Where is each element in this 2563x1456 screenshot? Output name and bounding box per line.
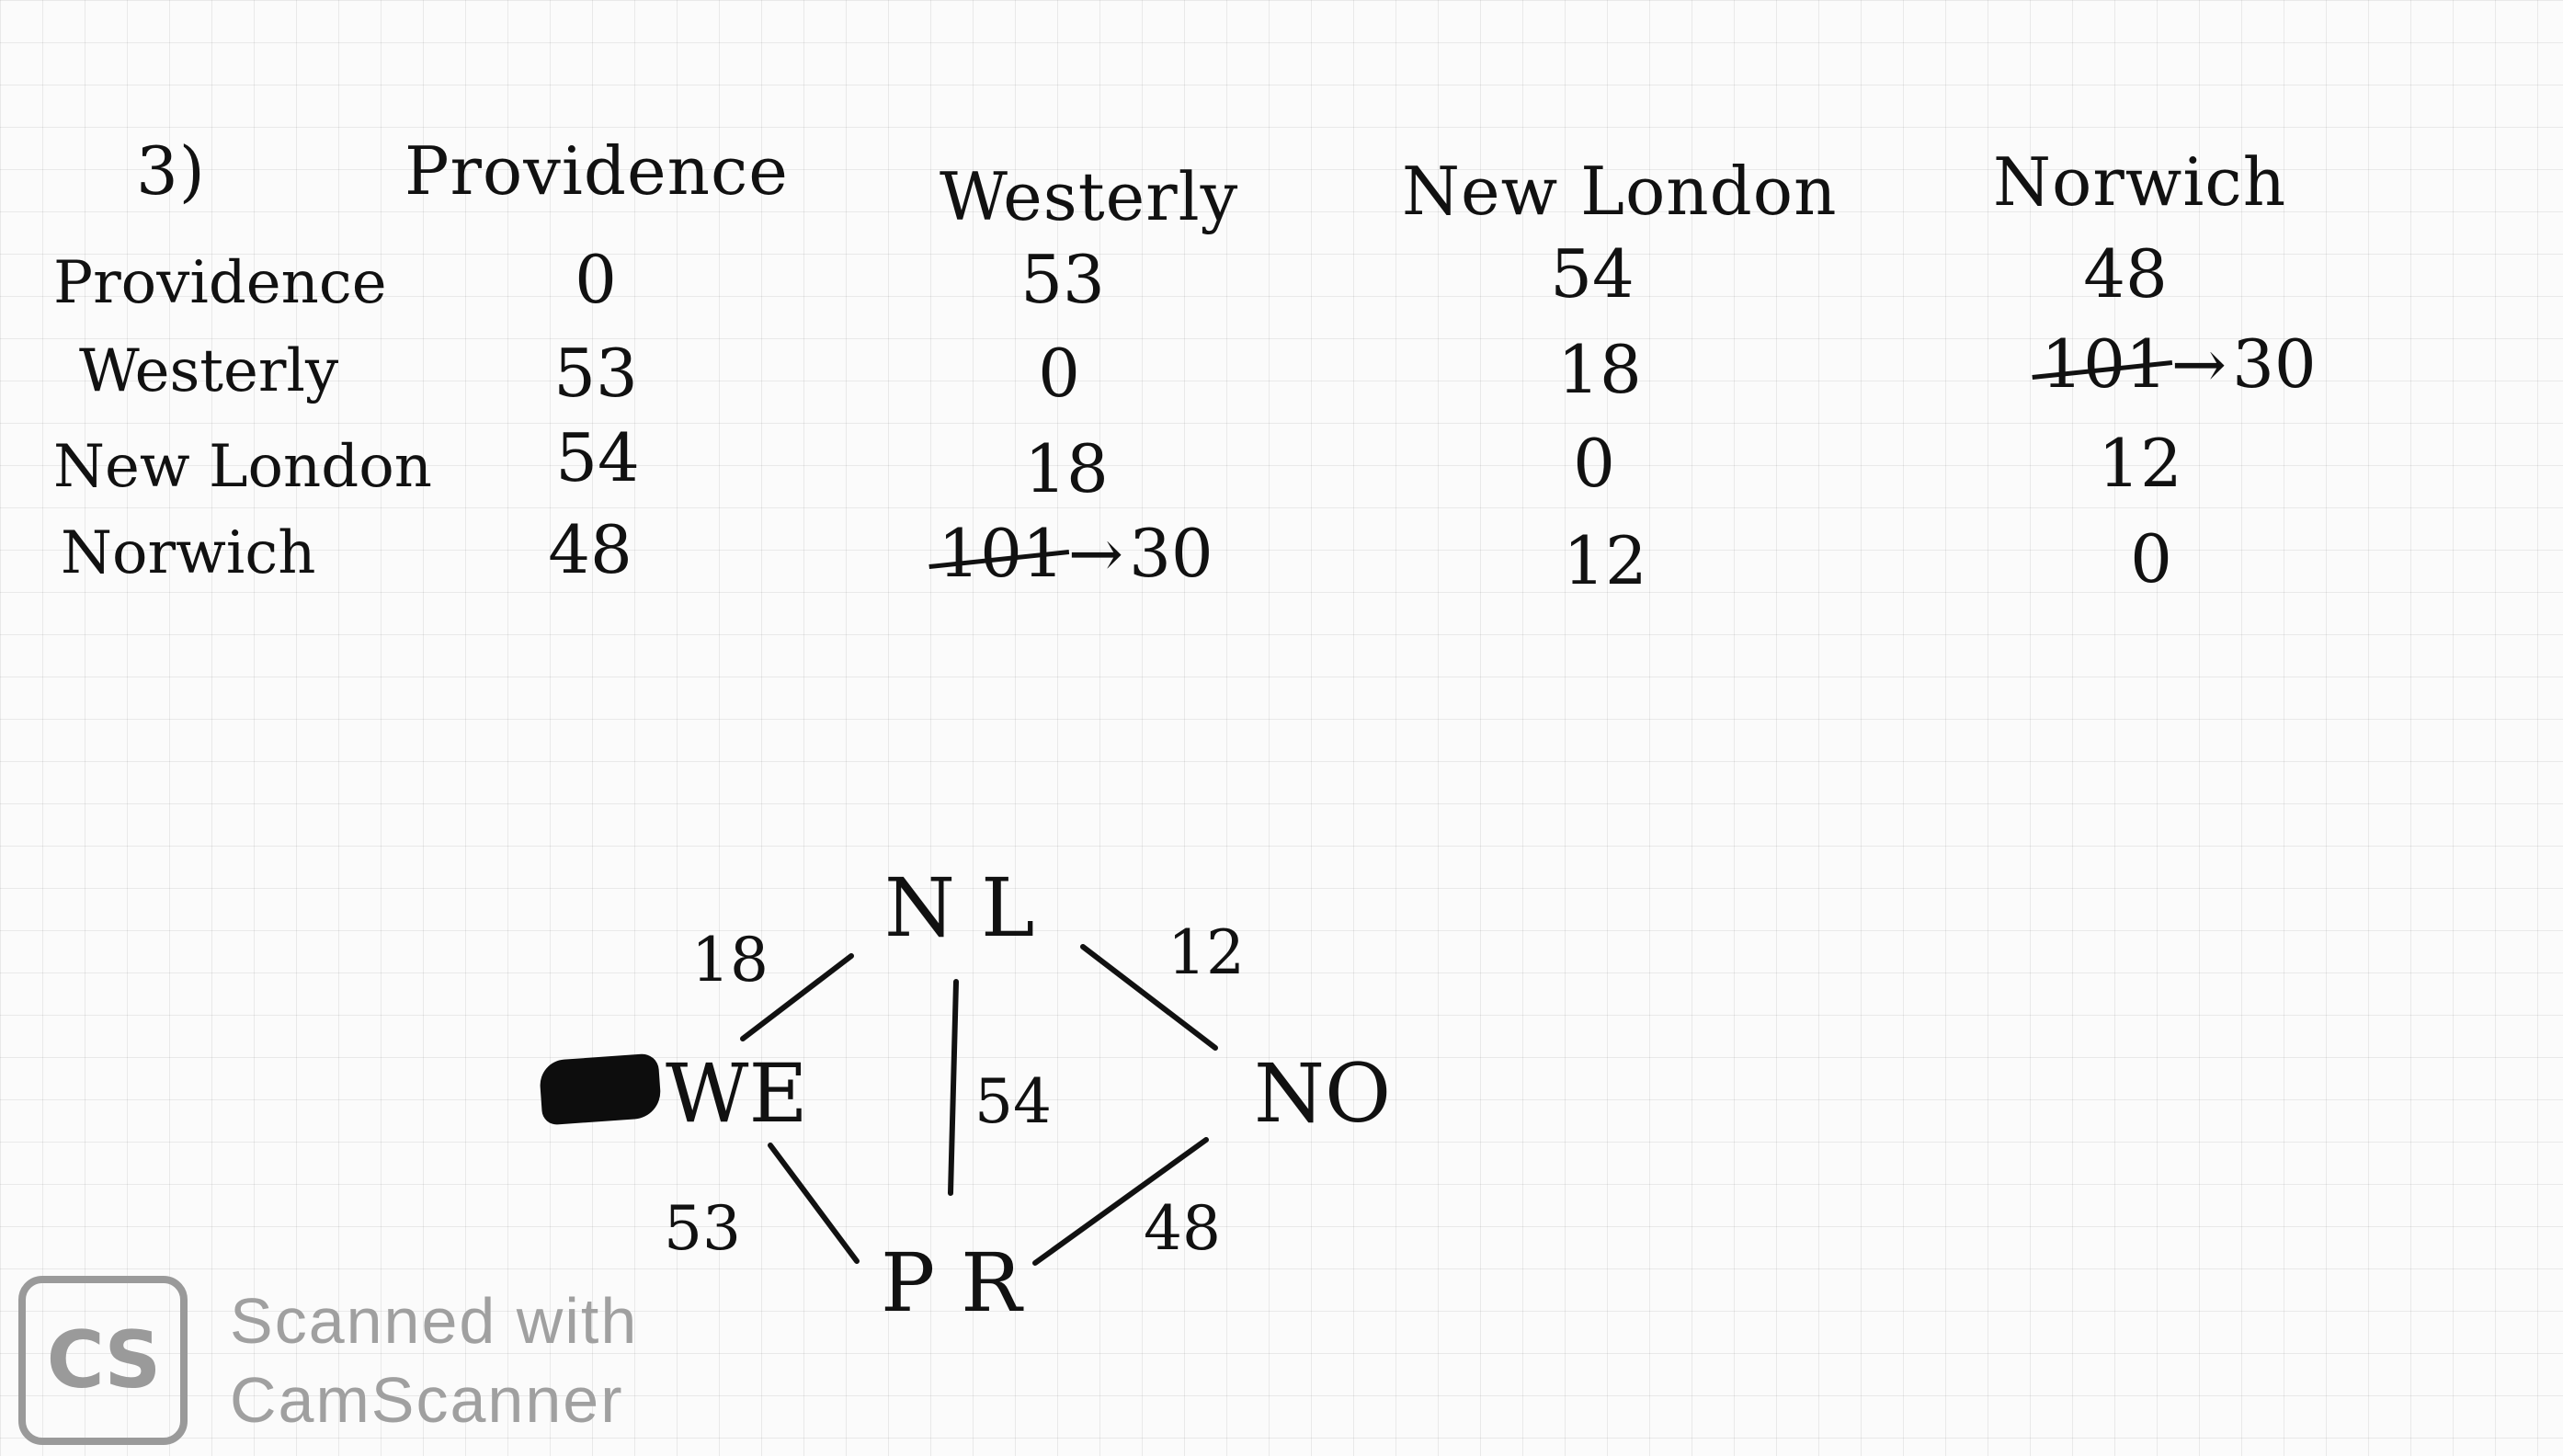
edge-label-nl-pr: 54 [974,1066,1052,1137]
row-label-providence: Providence [53,249,387,317]
row-label-new-london: New London [53,433,432,501]
camscanner-watermark: CS Scanned with CamScanner [18,1276,638,1445]
camscanner-logo: CS [18,1276,188,1445]
scribble-mark [538,1052,663,1126]
cell-providence-providence: 0 [575,241,617,318]
watermark-line-2: CamScanner [230,1364,624,1436]
cell-westerly-new-london: 18 [1557,331,1642,408]
edge-we-pr [768,1143,860,1264]
struck-value: 101 [2041,325,2168,403]
watermark-text: Scanned with CamScanner [230,1281,638,1439]
cell-norwich-providence: 48 [548,511,632,588]
node-new-london: N L [884,860,1035,955]
cell-westerly-westerly: 0 [1038,335,1080,412]
cell-norwich-westerly: 101→30 [938,520,1213,586]
edge-label-we-nl: 18 [691,925,769,995]
column-header-norwich: Norwich [1993,143,2287,221]
correction-arrow-icon: → [1067,515,1124,592]
node-westerly: WE [666,1046,808,1141]
cell-new-london-new-london: 0 [1573,425,1615,502]
edge-nl-no [1080,944,1218,1051]
row-label-norwich: Norwich [61,519,316,587]
column-header-new-london: New London [1402,153,1838,230]
corrected-value: 30 [1129,515,1213,592]
edge-label-nl-no: 12 [1168,917,1245,988]
edge-label-pr-no: 48 [1144,1193,1221,1264]
column-header-providence: Providence [404,132,789,210]
edge-pr-no [1032,1137,1209,1266]
edge-nl-pr [948,979,959,1196]
edge-label-we-pr: 53 [664,1193,741,1264]
cell-new-london-providence: 54 [555,419,640,496]
row-label-westerly: Westerly [79,337,339,405]
corrected-value: 30 [2232,325,2317,403]
watermark-line-1: Scanned with [230,1285,639,1357]
cell-norwich-norwich: 0 [2130,520,2172,597]
cell-westerly-providence: 53 [553,335,638,412]
cell-new-london-westerly: 18 [1024,430,1109,507]
node-providence: P R [881,1235,1022,1330]
cell-norwich-new-london: 12 [1563,522,1647,599]
cell-westerly-norwich: 101→30 [2041,331,2316,397]
cell-providence-new-london: 54 [1550,235,1635,313]
problem-number: 3) [136,132,206,210]
node-norwich: NO [1254,1046,1392,1141]
cell-new-london-norwich: 12 [2098,425,2182,502]
cell-providence-westerly: 53 [1020,241,1105,318]
column-header-westerly: Westerly [940,158,1239,235]
correction-arrow-icon: → [2170,325,2227,403]
edge-we-nl [740,953,854,1041]
cell-providence-norwich: 48 [2083,235,2168,313]
struck-value: 101 [938,515,1065,592]
